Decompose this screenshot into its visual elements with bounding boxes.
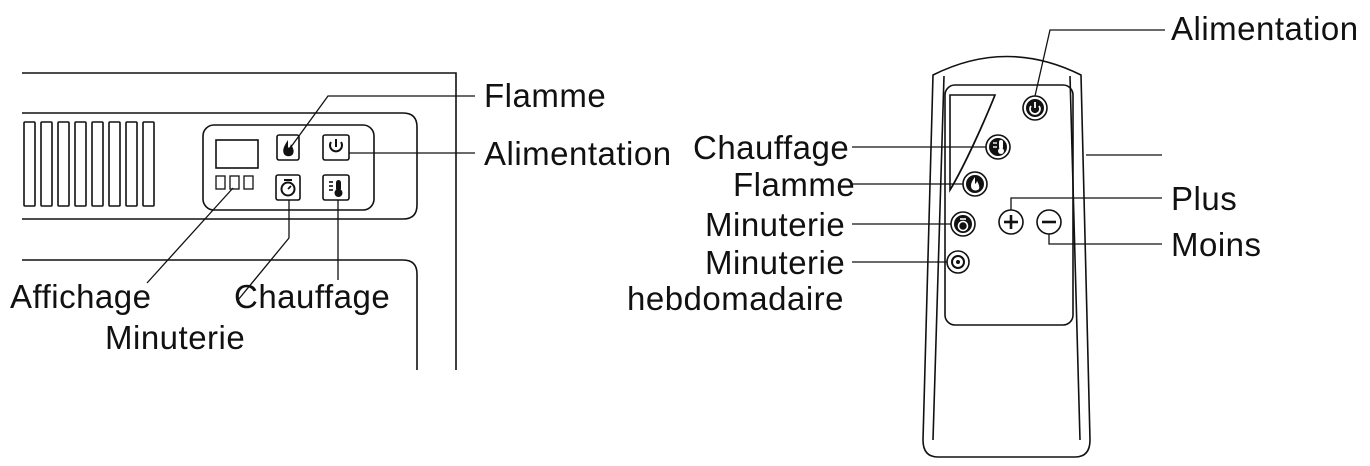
thermometer-icon [329, 180, 343, 197]
plus-icon [1004, 215, 1018, 229]
power-icon [329, 139, 343, 153]
remote-leader-lines [852, 29, 1165, 263]
timer-icon [957, 218, 969, 232]
panel-timer-button[interactable] [275, 174, 301, 201]
display-digits [215, 175, 254, 190]
timer-icon [280, 179, 296, 197]
panel-leader-lines [146, 95, 475, 301]
thermometer-icon [993, 140, 1004, 154]
remote-timer-button[interactable] [950, 211, 976, 237]
panel-heat-button[interactable] [322, 174, 350, 201]
remote-label-flame: Flamme [733, 166, 855, 203]
panel-outer-frame [22, 72, 457, 370]
panel-label-flame: Flamme [484, 77, 606, 114]
remote-plus-button[interactable] [998, 209, 1024, 235]
vent-slots [23, 121, 155, 207]
panel-power-button[interactable] [322, 134, 350, 161]
remote-display-curve [949, 94, 996, 191]
control-strip [22, 112, 418, 220]
remote-side-lines [932, 75, 1081, 441]
remote-label-heat: Chauffage [693, 129, 849, 166]
panel-label-heat: Chauffage [234, 278, 390, 315]
flame-icon [971, 177, 980, 191]
panel-label-power: Alimentation [484, 135, 672, 172]
panel-label-timer: Minuterie [105, 319, 245, 356]
fireplace-panel: Flamme Alimentation Affichage Chauffage … [10, 72, 672, 370]
cabinet-lower [22, 259, 418, 370]
remote-control: Alimentation Chauffage Flamme Minuterie … [627, 10, 1359, 458]
remote-face-panel [944, 84, 1074, 326]
remote-minus-button[interactable] [1036, 209, 1062, 235]
led-display [215, 139, 259, 169]
remote-weekly-timer-button[interactable] [946, 250, 970, 274]
panel-label-display: Affichage [10, 278, 152, 315]
remote-heat-button[interactable] [985, 134, 1011, 160]
remote-label-plus: Plus [1171, 180, 1237, 217]
power-icon [1029, 102, 1041, 115]
remote-label-minus: Moins [1171, 226, 1262, 263]
remote-label-weekly-line2: hebdomadaire [627, 280, 844, 317]
remote-label-timer: Minuterie [705, 206, 845, 243]
remote-power-button[interactable] [1022, 95, 1048, 121]
flame-icon [283, 140, 294, 157]
remote-label-power: Alimentation [1171, 10, 1359, 47]
remote-body [922, 55, 1091, 458]
panel-flame-button[interactable] [276, 134, 300, 161]
weekly-timer-icon [951, 255, 965, 269]
remote-label-weekly-line1: Minuterie [705, 244, 845, 281]
remote-flame-button[interactable] [962, 171, 988, 197]
